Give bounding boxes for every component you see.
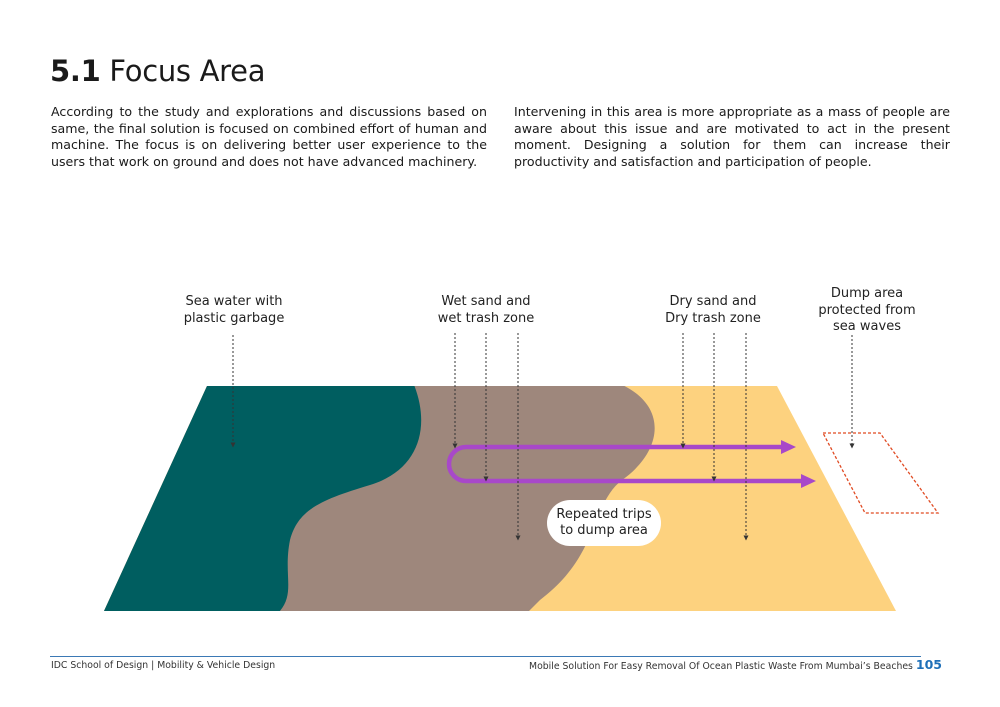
label-wet-line-2: wet trash zone: [437, 310, 535, 326]
route-arrowhead-bottom: [801, 474, 816, 488]
label-sea-water: Sea water with plastic garbage: [176, 294, 292, 327]
intro-right-paragraph: Intervening in this area is more appropr…: [514, 104, 950, 169]
section-title: Focus Area: [109, 54, 266, 88]
footer-project-text: Mobile Solution For Easy Removal Of Ocea…: [529, 661, 913, 672]
label-dry-line-2: Dry trash zone: [665, 310, 761, 326]
repeated-trips-route: [446, 440, 816, 488]
beach-surface: [104, 386, 896, 611]
pointer-lines: [230, 333, 855, 541]
route-arrowhead-top: [781, 440, 796, 454]
page-title: 5.1 Focus Area: [50, 54, 265, 88]
label-wet-line-1: Wet sand and: [441, 294, 531, 309]
section-number: 5.1: [50, 54, 101, 88]
route-outbound-line: [446, 444, 806, 484]
label-dry-sand: Dry sand and Dry trash zone: [652, 294, 774, 327]
repeated-trips-callout: Repeated trips to dump area: [547, 500, 661, 546]
label-dump-area: Dump area protected from sea waves: [810, 286, 924, 336]
footer-project-title: Mobile Solution For Easy Removal Of Ocea…: [529, 657, 942, 672]
label-dump-line-1: Dump area: [830, 286, 904, 301]
dump-area-outline: [821, 432, 940, 514]
label-sea-line-1: Sea water with: [185, 294, 283, 309]
page-number: 105: [915, 657, 942, 672]
callout-line-2: to dump area: [560, 523, 648, 538]
label-dry-line-1: Dry sand and: [669, 294, 757, 309]
footer-divider: [50, 656, 921, 657]
callout-line-1: Repeated trips: [556, 506, 652, 522]
label-dump-line-3: sea waves: [833, 319, 901, 334]
label-sea-line-2: plastic garbage: [183, 310, 285, 326]
label-wet-sand: Wet sand and wet trash zone: [426, 294, 546, 327]
footer-institution: IDC School of Design | Mobility & Vehicl…: [51, 660, 276, 671]
label-dump-line-2: protected from: [818, 302, 916, 318]
intro-left-paragraph: According to the study and explorations …: [51, 104, 487, 169]
